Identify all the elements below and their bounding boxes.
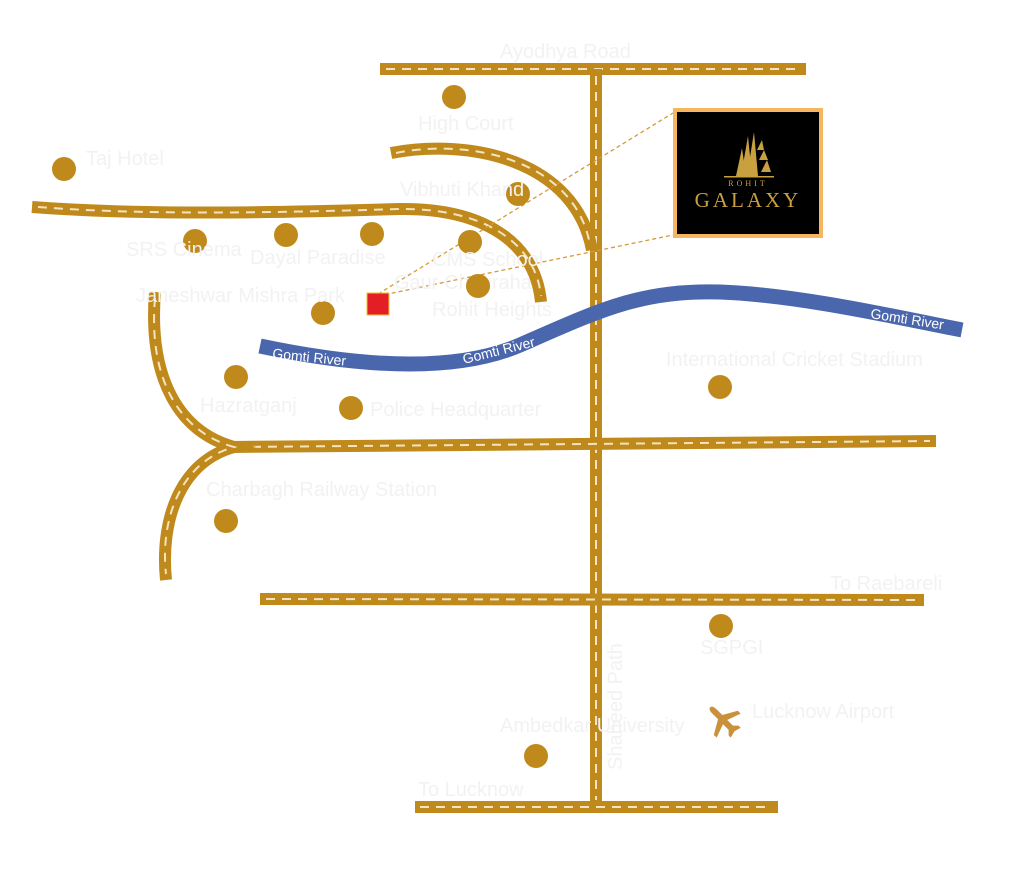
place-rohit-heights[interactable]: Rohit Heights <box>432 274 552 321</box>
place-lucknow-airport[interactable]: Lucknow Airport <box>698 695 895 744</box>
building-logo-icon <box>724 132 774 178</box>
place-janeshwar-mishra-park[interactable]: Janeshwar Mishra Park <box>136 285 346 325</box>
place-dayal-paradise[interactable]: Dayal Paradise <box>250 223 386 269</box>
airplane-icon <box>709 706 741 738</box>
river-label: Gomti River <box>272 345 348 369</box>
logo-connector <box>377 112 674 297</box>
place-vibhuti-khand[interactable]: Vibhuti Khand <box>400 179 530 206</box>
road-north-curve <box>389 142 598 252</box>
road-label-shaheed-path: Shaheed Path <box>605 643 627 770</box>
road-middle <box>229 435 937 453</box>
place-gaur-chauraha[interactable]: Gaur Chauraha <box>360 222 533 294</box>
place-label: Janeshwar Mishra Park <box>136 285 346 307</box>
place-label: Taj Hotel <box>86 148 164 170</box>
roads <box>31 63 937 813</box>
place-label: CMS School <box>432 249 543 271</box>
river-label: Gomti River <box>870 305 946 332</box>
place-label: Vibhuti Khand <box>400 179 524 201</box>
river-label: Gomti River <box>461 333 537 366</box>
place-label: Gaur Chauraha <box>394 272 533 294</box>
logo-brand-top: ROHIT <box>728 179 767 188</box>
place-police-headquarter[interactable]: Police Headquarter <box>339 396 542 421</box>
place-label: Charbagh Railway Station <box>206 479 437 501</box>
road-label-lucknow: To Lucknow <box>418 779 524 801</box>
place-cricket-stadium[interactable]: International Cricket Stadium <box>666 349 923 399</box>
place-srs-cinema[interactable]: SRS Cinema <box>126 229 242 261</box>
logo-brand-main: GALAXY <box>695 188 802 212</box>
place-charbagh-railway-station[interactable]: Charbagh Railway Station <box>206 479 437 533</box>
place-sgpgi[interactable]: SGPGI <box>700 614 763 659</box>
road-left-curve <box>148 291 257 581</box>
road-lower <box>259 593 925 606</box>
place-high-court[interactable]: High Court <box>418 85 514 135</box>
road-label-ayodhya: Ayodhya Road <box>500 41 631 63</box>
place-taj-hotel[interactable]: Taj Hotel <box>52 148 164 181</box>
place-label: SGPGI <box>700 637 763 659</box>
place-label: International Cricket Stadium <box>666 349 923 371</box>
place-label: Lucknow Airport <box>752 701 895 723</box>
place-label: Rohit Heights <box>432 299 552 321</box>
place-hazratganj[interactable]: Hazratganj <box>200 365 297 417</box>
place-ambedkar-university[interactable]: Ambedkar University <box>500 715 685 768</box>
road-west-curve <box>31 201 547 303</box>
road-label-raebareli: To Raebareli <box>830 573 942 595</box>
place-label: Ambedkar University <box>500 715 685 737</box>
place-label: Dayal Paradise <box>250 247 386 269</box>
place-label: Hazratganj <box>200 395 297 417</box>
place-label: High Court <box>418 113 514 135</box>
place-label: SRS Cinema <box>126 239 242 261</box>
place-cms-school[interactable]: CMS School <box>432 230 543 271</box>
place-label: Police Headquarter <box>370 399 542 421</box>
project-location-marker[interactable] <box>366 292 390 316</box>
rohit-galaxy-logo: ROHIT GALAXY <box>673 108 823 238</box>
